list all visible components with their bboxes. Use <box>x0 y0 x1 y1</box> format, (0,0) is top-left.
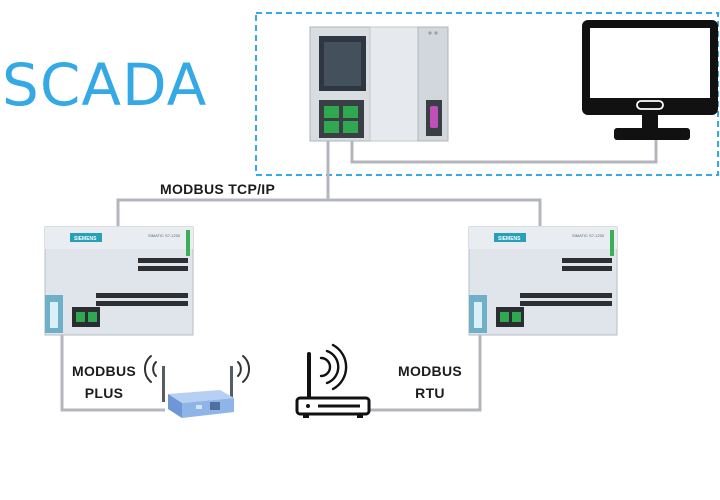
modbus-tcp-label: MODBUS TCP/IP <box>160 181 276 197</box>
plc-left-brand: SIEMENS <box>74 236 97 242</box>
scada-title: SCADA <box>2 51 208 119</box>
plc-left: SIEMENS SIMATIC S7-1200 <box>44 226 194 336</box>
modbus-rtu-label: MODBUS RTU <box>382 360 478 404</box>
router-icon <box>295 343 371 418</box>
plc-right-brand: SIEMENS <box>498 236 521 242</box>
monitor-icon <box>582 20 718 140</box>
modbus-plus-line1: MODBUS <box>71 363 137 379</box>
controller-profibus-port <box>430 106 438 128</box>
modbus-plus-label: MODBUS PLUS <box>56 360 152 404</box>
router-signal-icon <box>319 343 348 391</box>
usb-adapter-icon <box>144 355 250 418</box>
tcp-wire-left <box>116 140 330 226</box>
modbus-rtu-line1: MODBUS <box>397 363 463 379</box>
modbus-plus-line2: PLUS <box>84 385 124 401</box>
display-wire <box>350 140 658 164</box>
plc-left-model: SIMATIC S7-1200 <box>148 233 181 238</box>
plc-right: SIEMENS SIMATIC S7-1200 <box>468 226 618 336</box>
tcp-wire-right <box>328 198 542 226</box>
network-wires <box>60 140 658 412</box>
modbus-rtu-wire <box>368 335 482 412</box>
plc-right-model: SIMATIC S7-1200 <box>572 233 605 238</box>
modbus-plus-wire <box>60 335 165 412</box>
wifi-signal-icon <box>144 355 250 383</box>
modbus-rtu-line2: RTU <box>415 385 445 401</box>
scada-controller <box>309 26 449 142</box>
